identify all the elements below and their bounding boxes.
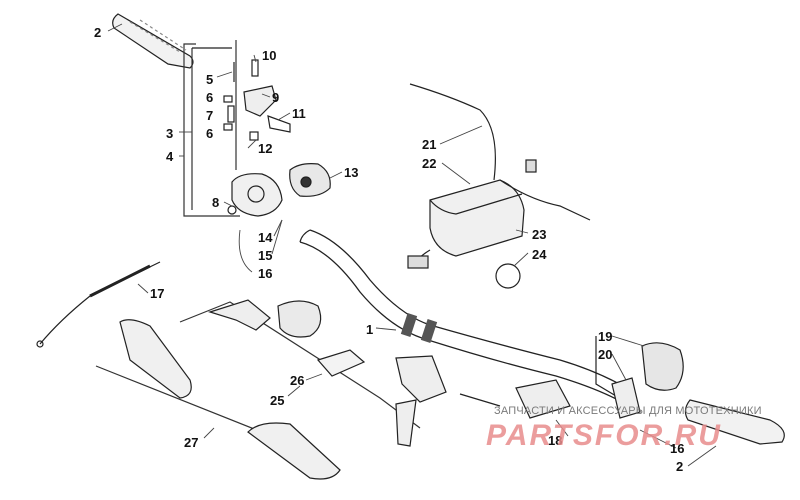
callout-4: 4 — [166, 149, 174, 164]
callout-16: 16 — [258, 266, 273, 281]
callout-1: 1 — [366, 322, 374, 337]
callout-16: 16 — [670, 441, 685, 456]
callout-12: 12 — [258, 141, 273, 156]
grip-left — [112, 13, 194, 69]
callout-20: 20 — [598, 347, 613, 362]
callout-26: 26 — [290, 373, 305, 388]
callout-17: 17 — [150, 286, 165, 301]
callout-5: 5 — [206, 72, 214, 87]
callout-7: 7 — [206, 108, 214, 123]
throttle-housing — [227, 173, 283, 217]
callout-23: 23 — [532, 227, 547, 242]
callout-22: 22 — [422, 156, 437, 171]
callout-2: 2 — [676, 459, 684, 474]
callout-2: 2 — [94, 25, 102, 40]
handlebar — [299, 229, 631, 403]
watermark-tagline: ЗАПЧАСТИ И АКСЕССУАРЫ ДЛЯ МОТОТЕХНИКИ — [494, 405, 762, 417]
callout-19: 19 — [598, 329, 613, 344]
callout-24: 24 — [532, 247, 547, 262]
callout-9: 9 — [272, 90, 280, 105]
callout-15: 15 — [258, 248, 273, 263]
watermark-logo: PARTSFOR.RU — [486, 419, 722, 452]
callout-3: 3 — [166, 126, 174, 141]
callout-27: 27 — [184, 435, 199, 450]
callout-8: 8 — [212, 195, 220, 210]
callout-6: 6 — [206, 90, 214, 105]
callout-21: 21 — [422, 137, 437, 152]
callout-25: 25 — [270, 393, 285, 408]
handlebar-pad — [429, 179, 525, 257]
cable — [36, 261, 161, 348]
callout-10: 10 — [262, 48, 277, 63]
callout-6: 6 — [206, 126, 214, 141]
grip-right — [684, 399, 785, 445]
callout-13: 13 — [344, 165, 359, 180]
callout-14: 14 — [258, 230, 273, 245]
callout-11: 11 — [292, 106, 306, 121]
callout-18: 18 — [548, 433, 563, 448]
switch-assembly — [289, 163, 331, 197]
